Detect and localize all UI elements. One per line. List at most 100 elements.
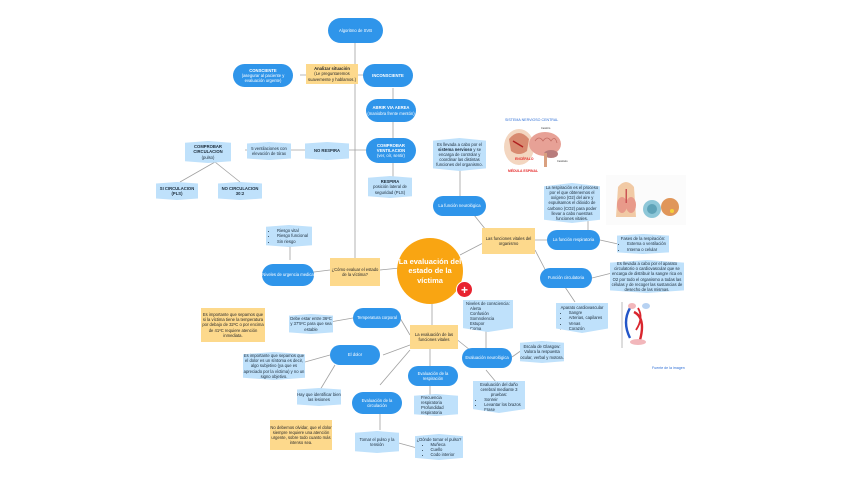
node-niveles-consciencia[interactable]: Niveles de consciencia: Alerta Confusión… (463, 300, 513, 332)
brain-title: SISTEMA NERVIOSO CENTRAL (505, 118, 558, 122)
list-item: Sangre (569, 310, 603, 315)
node-ventilaciones[interactable]: 5 ventilaciones con elevación de tórax (247, 142, 291, 160)
list-item: Muñeca (431, 442, 455, 447)
node-eval-funciones-vitales[interactable]: La evaluación de las funciones vitales (410, 325, 458, 349)
node-consciente[interactable]: CONSCIENTE (asegurar al paciente y evalu… (233, 64, 293, 87)
node-respiracion-list[interactable]: Frecuencia respiratoria Profundidad resp… (414, 394, 458, 416)
list-item: Corazón (569, 326, 603, 331)
node-analizar-situacion[interactable]: Analizar situación (Le preguntaremos sua… (306, 64, 358, 84)
node-title: CONSCIENTE (249, 67, 277, 73)
node-eval-circulacion[interactable]: Evaluación de la circulación (352, 392, 402, 414)
list-item: Sin riesgo (277, 239, 308, 244)
node-funcion-circulatoria[interactable]: Función circulatoria (540, 268, 592, 288)
node-dolor-urgente[interactable]: No debemos olvidar, que el dolor siempre… (270, 420, 332, 450)
consciencia-list: Alerta Confusión Somnolencia Estupor Com… (463, 306, 494, 331)
node-circulatoria-note[interactable]: Es llevada a cabo por el aparato circula… (610, 260, 684, 293)
add-icon[interactable]: + (456, 281, 473, 298)
node-temperatura-note[interactable]: Es importante que sepamos que si la víct… (201, 308, 265, 342)
node-label: Tomar el pulso y la tensión (359, 436, 395, 447)
node-temperatura-rango[interactable]: Debe estar entre 36ºC y 37'5ºC para que … (289, 314, 333, 334)
list-title: Niveles de consciencia: (466, 300, 510, 306)
node-niveles-urgencia-list[interactable]: Riesgo vital Riesgo funcional Sin riesgo (266, 225, 312, 247)
node-title: COMPROBAR CIRCULACION (193, 144, 223, 155)
node-title: COMPROBAR VENTILACION (376, 142, 406, 153)
node-niveles-urgencia[interactable]: Niveles de urgencia medica (262, 264, 314, 286)
node-como-evaluar[interactable]: ¿Cómo evaluar el estado de la víctima? (330, 258, 380, 286)
node-escala-glasgow[interactable]: Escala de Glasgow: Valora la respuesta o… (520, 341, 564, 363)
node-label: Hay que identificar bien las lesiones (297, 391, 341, 402)
circulatory-illustration (618, 300, 658, 350)
node-abrir-via-aerea[interactable]: ABRIR VIA AEREA (maniobra frente mentón) (366, 99, 416, 122)
list-item: Confusión (470, 311, 494, 316)
node-label: La función respiratoria (552, 237, 595, 243)
node-respiratoria-note[interactable]: La respiración es el proceso por el que … (544, 183, 600, 223)
central-topic[interactable]: La evaluación del estado de la víctima (397, 238, 463, 304)
list-title: Fases de la respiración: (620, 236, 666, 242)
node-title: RESPIRA (380, 179, 400, 185)
list-item: Somnolencia (470, 316, 494, 321)
node-funciones-vitales[interactable]: Las funciones vitales del organismo (482, 228, 535, 254)
node-label: Es importante que sepamos que si la víct… (202, 312, 264, 338)
list-item: Riesgo funcional (277, 233, 308, 238)
node-no-circulacion[interactable]: NO CIRCULACION 30:2 (218, 182, 262, 200)
list-item: Coma (470, 326, 494, 331)
list-item: Frase (484, 407, 521, 412)
node-no-respira[interactable]: NO RESPIRA (305, 142, 349, 160)
node-label: Debe estar entre 36ºC y 37'5ºC para que … (290, 316, 332, 332)
node-label: Algoritmo de SVB (338, 27, 373, 33)
node-label: La evaluación de las funciones vitales (414, 331, 454, 342)
node-label: INCONSCIENTE (372, 72, 404, 78)
brain-illustration: SISTEMA NERVIOSO CENTRAL ENCÉFALO MÉDULA… (495, 117, 573, 177)
label-medula: MÉDULA ESPINAL (508, 168, 538, 173)
list-item: Riesgo vital (277, 228, 308, 233)
list-item: Profundidad respiratoria (421, 405, 458, 415)
node-fases-respiracion[interactable]: Fases de la respiración: Externa o venti… (617, 234, 669, 254)
node-label: Niveles de urgencia medica (262, 272, 314, 278)
node-respira[interactable]: RESPIRA posición lateral de seguridad (P… (368, 176, 412, 198)
node-dolor-note[interactable]: Es importante que sepamos que el dolor e… (243, 352, 305, 380)
label-cerebelo: Cerebelo (557, 159, 568, 163)
node-comprobar-ventilacion[interactable]: COMPROBAR VENTILACION (ver, oír, sentir) (366, 138, 416, 163)
node-label: Es llevada a cabo por el sistema nervios… (433, 142, 486, 167)
node-detail: (asegurar al paciente y evaluación urgen… (241, 72, 285, 84)
node-comprobar-circulacion[interactable]: COMPROBAR CIRCULACION (pulso) (185, 141, 231, 163)
urgencia-list: Riesgo vital Riesgo funcional Sin riesgo (270, 228, 308, 243)
node-eval-neurologica[interactable]: Evaluación neurológica (462, 348, 512, 368)
node-neurologica-note[interactable]: Es llevada a cabo por el sistema nervios… (433, 138, 486, 171)
respiracion-list: Frecuencia respiratoria Profundidad resp… (414, 395, 458, 415)
node-donde-pulso[interactable]: ¿Dónde tomar el pulso? Muñeca Cuello Cod… (415, 434, 463, 460)
node-detail: (pulso) (201, 154, 215, 160)
list-item: Estupor (470, 321, 494, 326)
node-si-circulacion[interactable]: SI CIRCULACION (PLS) (156, 182, 198, 200)
image-source-link[interactable]: Fuente de la imagen (652, 366, 685, 370)
node-aparato-cardiovascular[interactable]: Aparato cardiovascular Sangre Arterias, … (556, 303, 608, 333)
node-temperatura[interactable]: Temperatura corporal (353, 308, 401, 328)
node-identificar-lesiones[interactable]: Hay que identificar bien las lesiones (297, 388, 341, 406)
plus-glyph: + (460, 282, 468, 297)
pulso-list: Muñeca Cuello Codo interior (424, 442, 455, 457)
node-inconsciente[interactable]: INCONSCIENTE (363, 64, 413, 87)
fases-list: Externa o ventilación Interna o celular (620, 241, 666, 251)
node-label: La respiración es el proceso por el que … (545, 185, 599, 221)
list-item: Levantar los brazos (484, 402, 521, 407)
node-algoritmo-svb[interactable]: Algoritmo de SVB (328, 18, 383, 43)
node-funcion-respiratoria[interactable]: La función respiratoria (547, 230, 600, 250)
node-funcion-neurologica[interactable]: La función neurológica (433, 196, 486, 216)
list-item: Alerta (470, 306, 494, 311)
node-detail: posición lateral de seguridad (PLS) (373, 184, 407, 195)
node-title: NO CIRCULACION (221, 185, 259, 191)
node-eval-respiracion[interactable]: Evaluación de la respiración (408, 366, 458, 386)
label-cerebro: Cerebro (541, 126, 551, 130)
respiratory-illustration (606, 175, 686, 225)
node-label: Escala de Glasgow: Valora la respuesta o… (520, 344, 564, 360)
node-title: SI CIRCULACION (159, 185, 195, 191)
node-el-dolor[interactable]: El dolor (330, 345, 380, 365)
list-title: Aparato cardiovascular (560, 305, 604, 311)
node-tomar-pulso[interactable]: Tomar el pulso y la tensión (355, 431, 399, 453)
node-detail: (PLS) (171, 191, 183, 196)
node-detail: 30:2 (235, 191, 245, 196)
node-dano-cerebral[interactable]: Evaluación del daño cerebral mediante 3 … (473, 381, 525, 413)
central-topic-label: La evaluación del estado de la víctima (398, 256, 462, 285)
node-detail: (maniobra frente mentón) (367, 110, 415, 116)
